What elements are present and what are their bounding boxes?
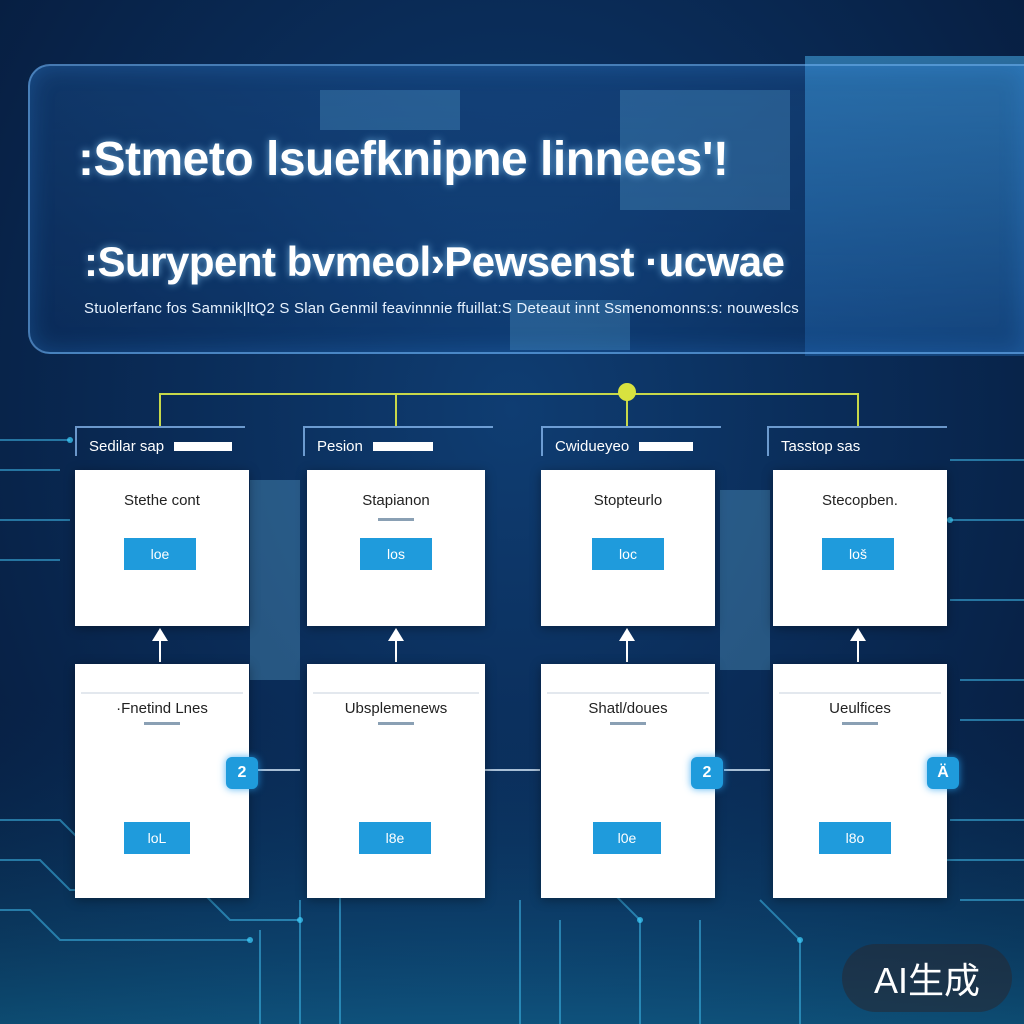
card-title: Ueulfices [829,700,891,717]
card-action-button[interactable]: l0e [593,822,661,854]
column-header-4: Tasstop sas [767,426,947,456]
card-title: Shatl/doues [588,700,668,717]
card-subtitle-line [378,518,414,521]
ai-generated-watermark: AI生成 [842,944,1012,1012]
card-subtitle-line [842,722,878,725]
up-arrow-stem [395,640,397,662]
up-arrow-stem [626,640,628,662]
card-subtitle-line [610,722,646,725]
column-header-2: Pesion [303,426,493,456]
card-subtitle-line [378,722,414,725]
up-arrow-icon [619,628,635,641]
up-arrow-icon [850,628,866,641]
header-bar [372,441,433,451]
column-header-1: Sedilar sap [75,426,245,456]
card-divider [81,692,243,694]
card-action-button[interactable]: l8o [819,822,891,854]
card-title: Stapianon [362,492,430,509]
card-subtitle-line [144,722,180,725]
column-header-label: Tasstop sas [781,437,861,455]
hero-title: :Stmeto lsuefknipne linnees'! [78,133,729,186]
hero-caption: Stuolerfanc fos Samnik|ltQ2 S Slan Genmi… [84,300,800,317]
card-action-button[interactable]: l8e [359,822,431,854]
hero-highlight-panel [805,56,1024,356]
top-card-4: Stecopben. loš [773,470,947,626]
header-bar [174,441,233,451]
card-action-button[interactable]: loc [592,538,664,570]
up-arrow-stem [857,640,859,662]
bottom-card-4: Ueulfices l8o [773,664,947,898]
card-action-button[interactable]: loe [124,538,196,570]
card-title: Ubsplemenews [344,700,448,717]
bottom-card-2: Ubsplemenews l8e [307,664,485,898]
card-divider [313,692,479,694]
bottom-card-3: Shatl/doues l0e [541,664,715,898]
column-header-label: Cwidueyeo [555,437,630,455]
step-badge[interactable]: 2 [226,757,258,789]
card-title: ·Fnetind Lnes [116,700,208,717]
card-title: Stethe cont [124,492,200,509]
column-header-3: Cwidueyeo [541,426,721,456]
hero-subtitle: :Surypent bvmeol›Pewsenst ·ucwae [84,238,785,285]
card-divider [779,692,941,694]
top-card-3: Stopteurlo loc [541,470,715,626]
step-badge[interactable]: 2 [691,757,723,789]
column-header-label: Pesion [317,437,363,455]
card-title: Stopteurlo [593,492,663,509]
top-card-2: Stapianon los [307,470,485,626]
card-action-button[interactable]: los [360,538,432,570]
up-arrow-stem [159,640,161,662]
top-card-1: Stethe cont loe [75,470,249,626]
card-divider [547,692,709,694]
card-action-button[interactable]: loš [822,538,894,570]
step-badge[interactable]: Ä [927,757,959,789]
up-arrow-icon [152,628,168,641]
card-action-button[interactable]: loL [124,822,190,854]
hero-panel [28,64,1024,354]
bottom-card-1: ·Fnetind Lnes loL [75,664,249,898]
column-header-label: Sedilar sap [89,437,165,455]
card-title: Stecopben. [822,492,898,509]
header-bar [639,441,694,451]
up-arrow-icon [388,628,404,641]
